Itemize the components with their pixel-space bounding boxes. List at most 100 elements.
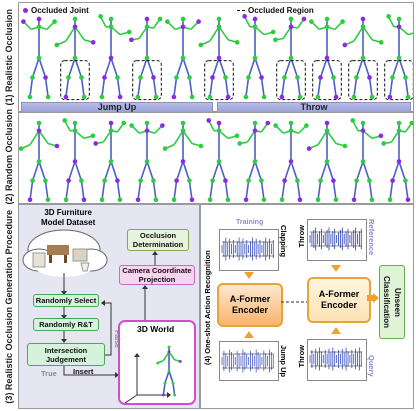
occluded-region-box	[312, 60, 342, 101]
skeleton-joint	[135, 197, 141, 203]
skeleton-joint	[121, 120, 127, 126]
skeleton-joint	[174, 178, 179, 183]
skeleton-joint	[405, 94, 411, 100]
world-label: 3D World	[137, 324, 175, 334]
skeleton-joint	[72, 120, 78, 126]
skeleton-joint	[381, 141, 386, 146]
skeleton-limb	[101, 180, 106, 200]
skeleton-limb	[247, 161, 256, 181]
skeleton-joint	[396, 128, 402, 133]
skeleton-limb	[31, 161, 40, 181]
skeleton-joint	[21, 19, 26, 24]
skeleton-joint	[265, 120, 271, 126]
arrow-to-classification	[367, 293, 379, 303]
skeleton-joint	[216, 120, 222, 126]
skeleton-joint	[390, 75, 395, 80]
skeleton-joint	[187, 75, 192, 80]
skeleton-joint	[144, 120, 150, 126]
skeleton-limb	[247, 57, 256, 78]
skeleton-joint	[27, 94, 33, 100]
skeleton-limb	[173, 77, 178, 98]
skeleton-joint	[36, 159, 42, 164]
skeleton-joint	[173, 393, 177, 397]
unseen-classification-label: Unseen Classification	[382, 275, 402, 328]
skeleton-joint	[252, 55, 258, 61]
skeleton-figure	[93, 120, 127, 203]
skeleton-joint	[396, 159, 402, 164]
row-label-recognition: (4) One-shot Action Recognition	[203, 250, 212, 366]
skeleton-joint	[162, 146, 168, 151]
skeleton-joint	[288, 120, 294, 126]
skeleton-joint	[180, 24, 186, 30]
skeleton-joint	[153, 197, 159, 203]
skeleton-joint	[354, 75, 359, 80]
legend-joint: Occluded Joint	[23, 6, 89, 15]
false-label: False	[113, 330, 120, 348]
skeleton-joint	[66, 178, 71, 183]
skeleton-limb	[162, 382, 166, 396]
legend-region-label: Occluded Region	[248, 6, 314, 15]
skeleton-joint	[331, 178, 336, 183]
skeleton-joint	[153, 94, 159, 100]
skeleton-joint	[403, 178, 408, 183]
skeleton-limb	[168, 370, 174, 384]
skeleton-joint	[108, 159, 114, 164]
skeleton-joint	[243, 197, 249, 203]
skeleton-limb	[224, 77, 229, 98]
skeleton-joint	[117, 197, 123, 203]
skeleton-joint	[252, 128, 258, 133]
dataset-title: 3D Furniture Model Dataset	[41, 208, 96, 227]
skeleton-joint	[261, 94, 267, 100]
skeleton-limb	[175, 161, 184, 181]
skeleton-limb	[218, 57, 227, 78]
skeleton-joint	[180, 128, 186, 133]
skeleton-joint	[387, 94, 393, 100]
occluded-region-box	[348, 60, 378, 101]
skeleton-joint	[115, 178, 120, 183]
skeleton-joint	[216, 55, 222, 61]
row-label-procedure: (3) Realistic Occlusion Generation Proce…	[4, 209, 14, 404]
skeleton-joint	[297, 197, 303, 203]
skeleton-joint	[259, 178, 264, 183]
skeleton-joint	[288, 24, 294, 30]
skeleton-figure	[54, 16, 96, 101]
skeleton-joint	[288, 16, 294, 22]
skeleton-limb	[211, 57, 220, 78]
skeleton-joint	[62, 118, 68, 123]
clapping-label: Clapping	[279, 225, 288, 258]
skeleton-joint	[246, 178, 251, 183]
skeleton-limb	[368, 180, 373, 200]
skeleton-limb	[74, 161, 83, 181]
skeleton-joint	[36, 16, 42, 22]
occluded-region-box	[132, 60, 162, 101]
skeleton-limb	[362, 161, 371, 181]
skeleton-joint	[63, 197, 69, 203]
skeleton-joint	[216, 128, 222, 133]
skeleton-figure	[273, 16, 307, 101]
skeleton-joint	[198, 42, 204, 48]
skeleton-joint	[351, 94, 357, 100]
skeleton-limb	[254, 57, 263, 78]
skeleton-limb	[173, 130, 184, 146]
skeleton-joint	[360, 16, 366, 22]
realistic-occlusion-panel: Occluded Joint Occluded Region Jump Up T…	[18, 2, 414, 113]
skeleton-limb	[326, 57, 335, 78]
skeleton-limb	[65, 180, 70, 200]
skeleton-limb	[290, 161, 299, 181]
skeleton-joint	[90, 133, 96, 139]
skeleton-limb	[74, 26, 85, 41]
skeleton-joint	[378, 133, 384, 139]
skeleton-joint	[108, 16, 114, 22]
skeleton-joint	[237, 141, 242, 146]
skeleton-joint	[30, 75, 35, 80]
skeleton-joint	[144, 16, 150, 22]
skeleton-joint	[270, 29, 276, 35]
skeleton-limb	[224, 180, 229, 200]
skeleton-limb	[245, 77, 250, 98]
skeleton-joint	[342, 143, 348, 149]
skeleton-limb	[67, 57, 76, 78]
skeleton-limb	[209, 77, 214, 98]
skeleton-joint	[72, 24, 78, 30]
skeleton-joint	[279, 197, 285, 203]
skeleton-limb	[74, 57, 83, 78]
